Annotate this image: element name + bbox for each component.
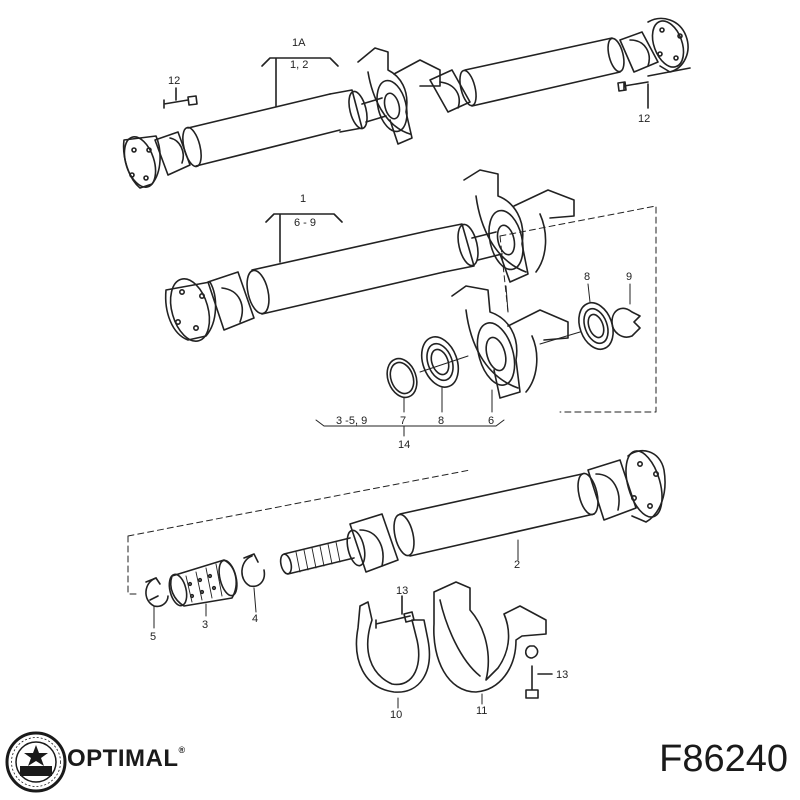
label-1a: 1A: [292, 37, 306, 49]
label-6: 6: [488, 415, 494, 427]
flange-right-1a: [647, 17, 689, 73]
propshaft-assembly-1a: [122, 17, 691, 189]
label-12-left: 12: [168, 75, 180, 87]
bolt-13-lower: [524, 645, 553, 699]
tube-2: [399, 473, 595, 557]
snap-ring-7: [386, 357, 418, 399]
rubber-boot-3: [169, 559, 237, 607]
label-3: 3: [202, 619, 208, 631]
circlip-9: [611, 307, 641, 338]
label-1-2: 1, 2: [290, 59, 308, 71]
bolt-12-right: [617, 67, 691, 109]
flange-left-1a-face: [123, 136, 157, 188]
tube-1: [251, 229, 445, 315]
exploded-bearing-parts: [315, 283, 641, 437]
callout-labels: 1A 1, 2 12 12 1 6 - 9 8 9 7 8 6 3 -5, 9 …: [150, 37, 650, 721]
label-8-top: 8: [584, 271, 590, 283]
registered-mark: ®: [178, 745, 186, 755]
label-3-5-9: 3 -5, 9: [336, 415, 367, 427]
center-bearing-1a: [357, 47, 413, 145]
seal-8-right: [578, 301, 614, 351]
bolt-12-left: [163, 87, 198, 109]
label-10: 10: [390, 709, 402, 721]
label-8: 8: [438, 415, 444, 427]
hanger-bracket-11: [433, 581, 547, 693]
label-13-top: 13: [396, 585, 408, 597]
splined-shaft: [283, 537, 355, 575]
part-number: F86240: [659, 738, 788, 780]
label-12-right: 12: [638, 113, 650, 125]
brand-name: OPTIMAL®: [67, 745, 186, 773]
center-bearing-6: [451, 285, 521, 399]
propshaft-assembly-2: [127, 449, 666, 629]
tube-right-1a: [464, 37, 621, 107]
propshaft-assembly-1: [164, 169, 657, 413]
seal-8: [420, 336, 460, 388]
center-bearing-1: [463, 169, 529, 283]
label-11: 11: [476, 705, 487, 717]
label-9-top: 9: [626, 271, 632, 283]
label-1: 1: [300, 193, 306, 205]
label-2: 2: [514, 559, 520, 571]
hose-clamp-4: [241, 555, 266, 588]
mounting-brackets: [355, 581, 553, 709]
bolt-13-upper: [375, 595, 415, 629]
label-14: 14: [398, 439, 410, 451]
u-clamp-10: [355, 601, 431, 693]
optimal-logo: [5, 731, 67, 793]
tube-left-1a: [187, 93, 341, 167]
label-13-bottom: 13: [556, 669, 568, 681]
brand-name-text: OPTIMAL: [67, 745, 179, 772]
label-6-9: 6 - 9: [294, 217, 316, 229]
label-5: 5: [150, 631, 156, 643]
label-7: 7: [400, 415, 406, 427]
hose-clamp-5: [145, 577, 169, 608]
label-4: 4: [252, 613, 258, 625]
